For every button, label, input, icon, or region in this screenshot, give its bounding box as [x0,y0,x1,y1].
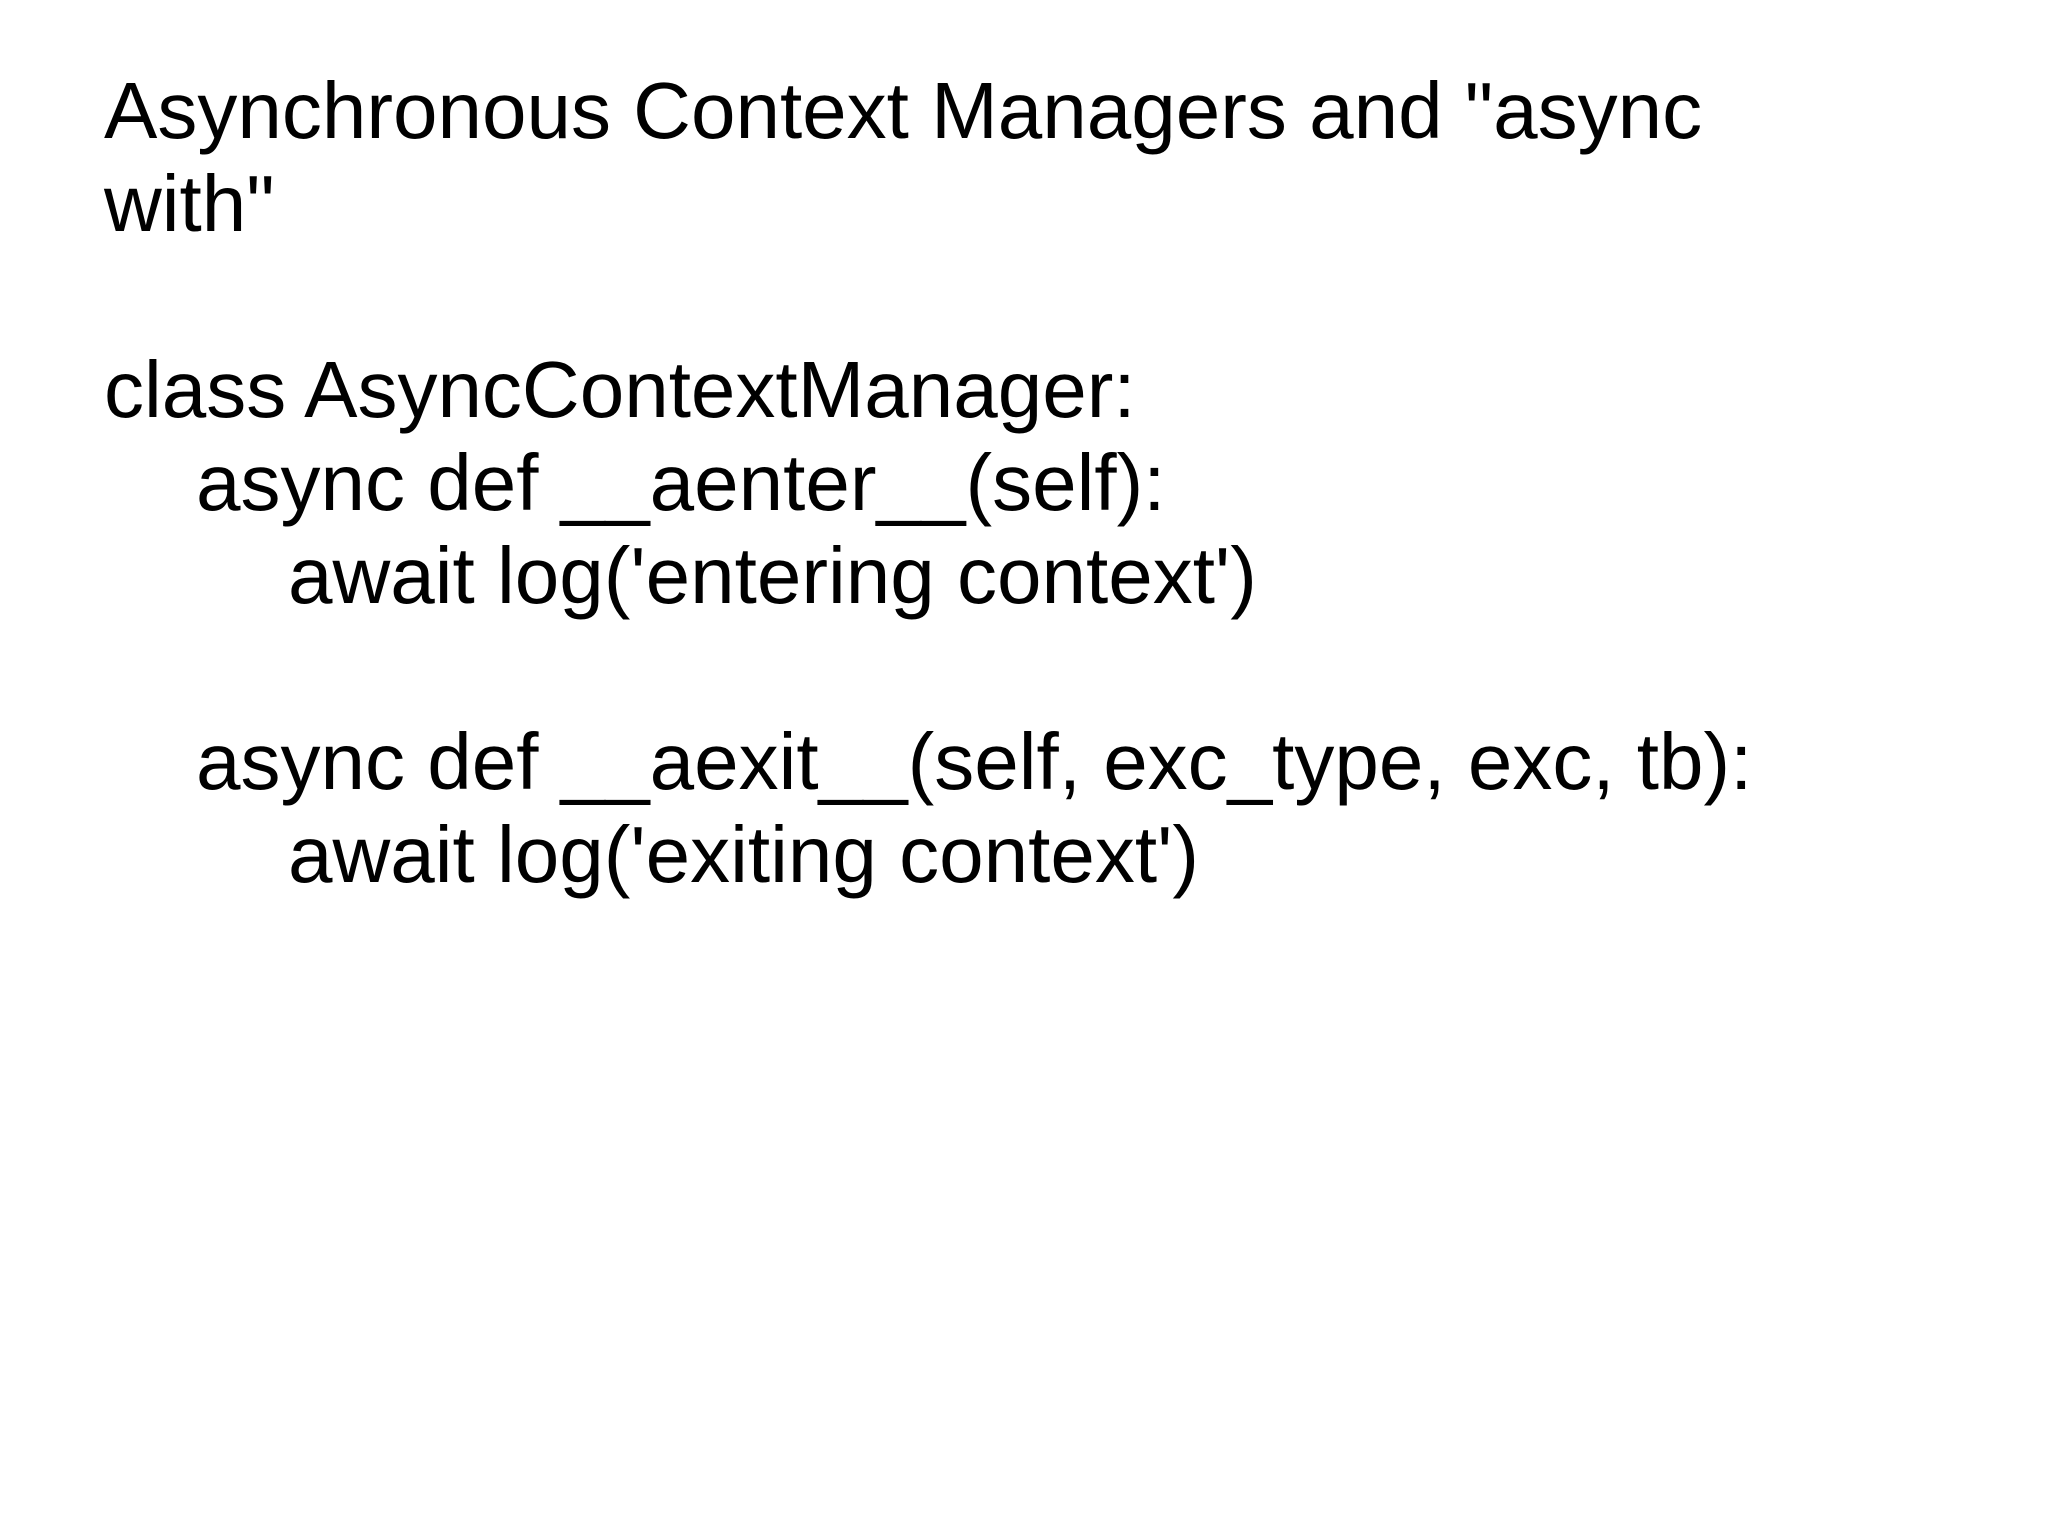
code-line-aenter-body: await log('entering context') [288,531,1257,620]
code-line-aenter-def: async def __aenter__(self): [196,438,1166,527]
code-line-aexit-body: await log('exiting context') [288,810,1199,899]
code-block: class AsyncContextManager: async def __a… [104,343,2004,901]
code-line-blank [104,622,2004,715]
code-line-aexit-def: async def __aexit__(self, exc_type, exc,… [196,717,1753,806]
slide-title: Asynchronous Context Managers and "async… [104,64,1904,250]
slide-title-line: Asynchronous Context Managers and "async [104,66,1703,155]
slide-title-line: with" [104,159,275,248]
code-line-class-def: class AsyncContextManager: [104,345,1136,434]
